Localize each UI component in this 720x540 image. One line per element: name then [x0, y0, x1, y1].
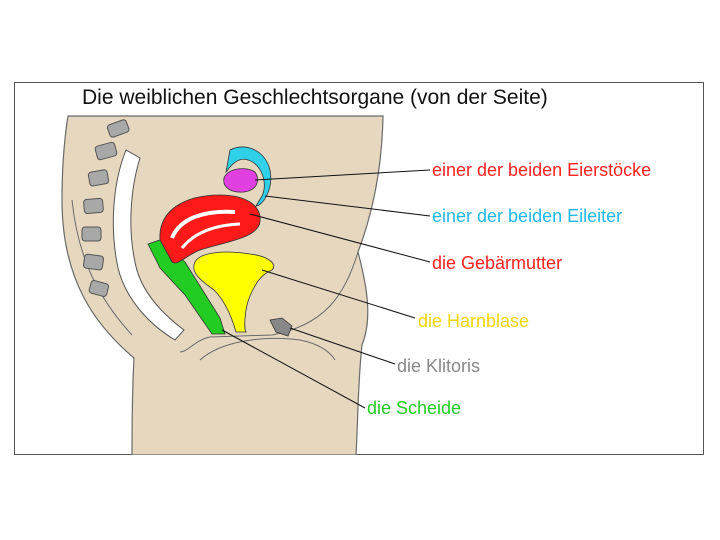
label-clitoris: die Klitoris: [397, 356, 481, 376]
leader-lines: [221, 169, 431, 409]
pelvic-floor-line: [199, 337, 336, 361]
label-vagina: die Scheide: [367, 398, 462, 418]
uterus-cavity-2: [180, 222, 241, 249]
spine-vertebrae: [81, 119, 130, 297]
label-ovary: einer der beiden Eierstöcke: [432, 160, 652, 180]
uterus-cavity: [170, 209, 236, 239]
anatomy-illustration: [61, 115, 431, 455]
bladder-shape: [193, 251, 275, 333]
ovary-shape: [223, 168, 258, 193]
sacrum: [112, 149, 185, 341]
back-contour: [71, 199, 133, 336]
pelvic-outline: [179, 251, 359, 353]
label-fallopian-tube: einer der beiden Eileiter: [432, 206, 623, 226]
fallopian-tube-shape: [225, 146, 272, 207]
label-uterus: die Gebärmutter: [432, 253, 563, 273]
clitoris-shape: [269, 317, 293, 337]
label-bladder: die Harnblase: [418, 311, 530, 331]
diagram-title: Die weiblichen Geschlechtsorgane (von de…: [82, 86, 548, 109]
